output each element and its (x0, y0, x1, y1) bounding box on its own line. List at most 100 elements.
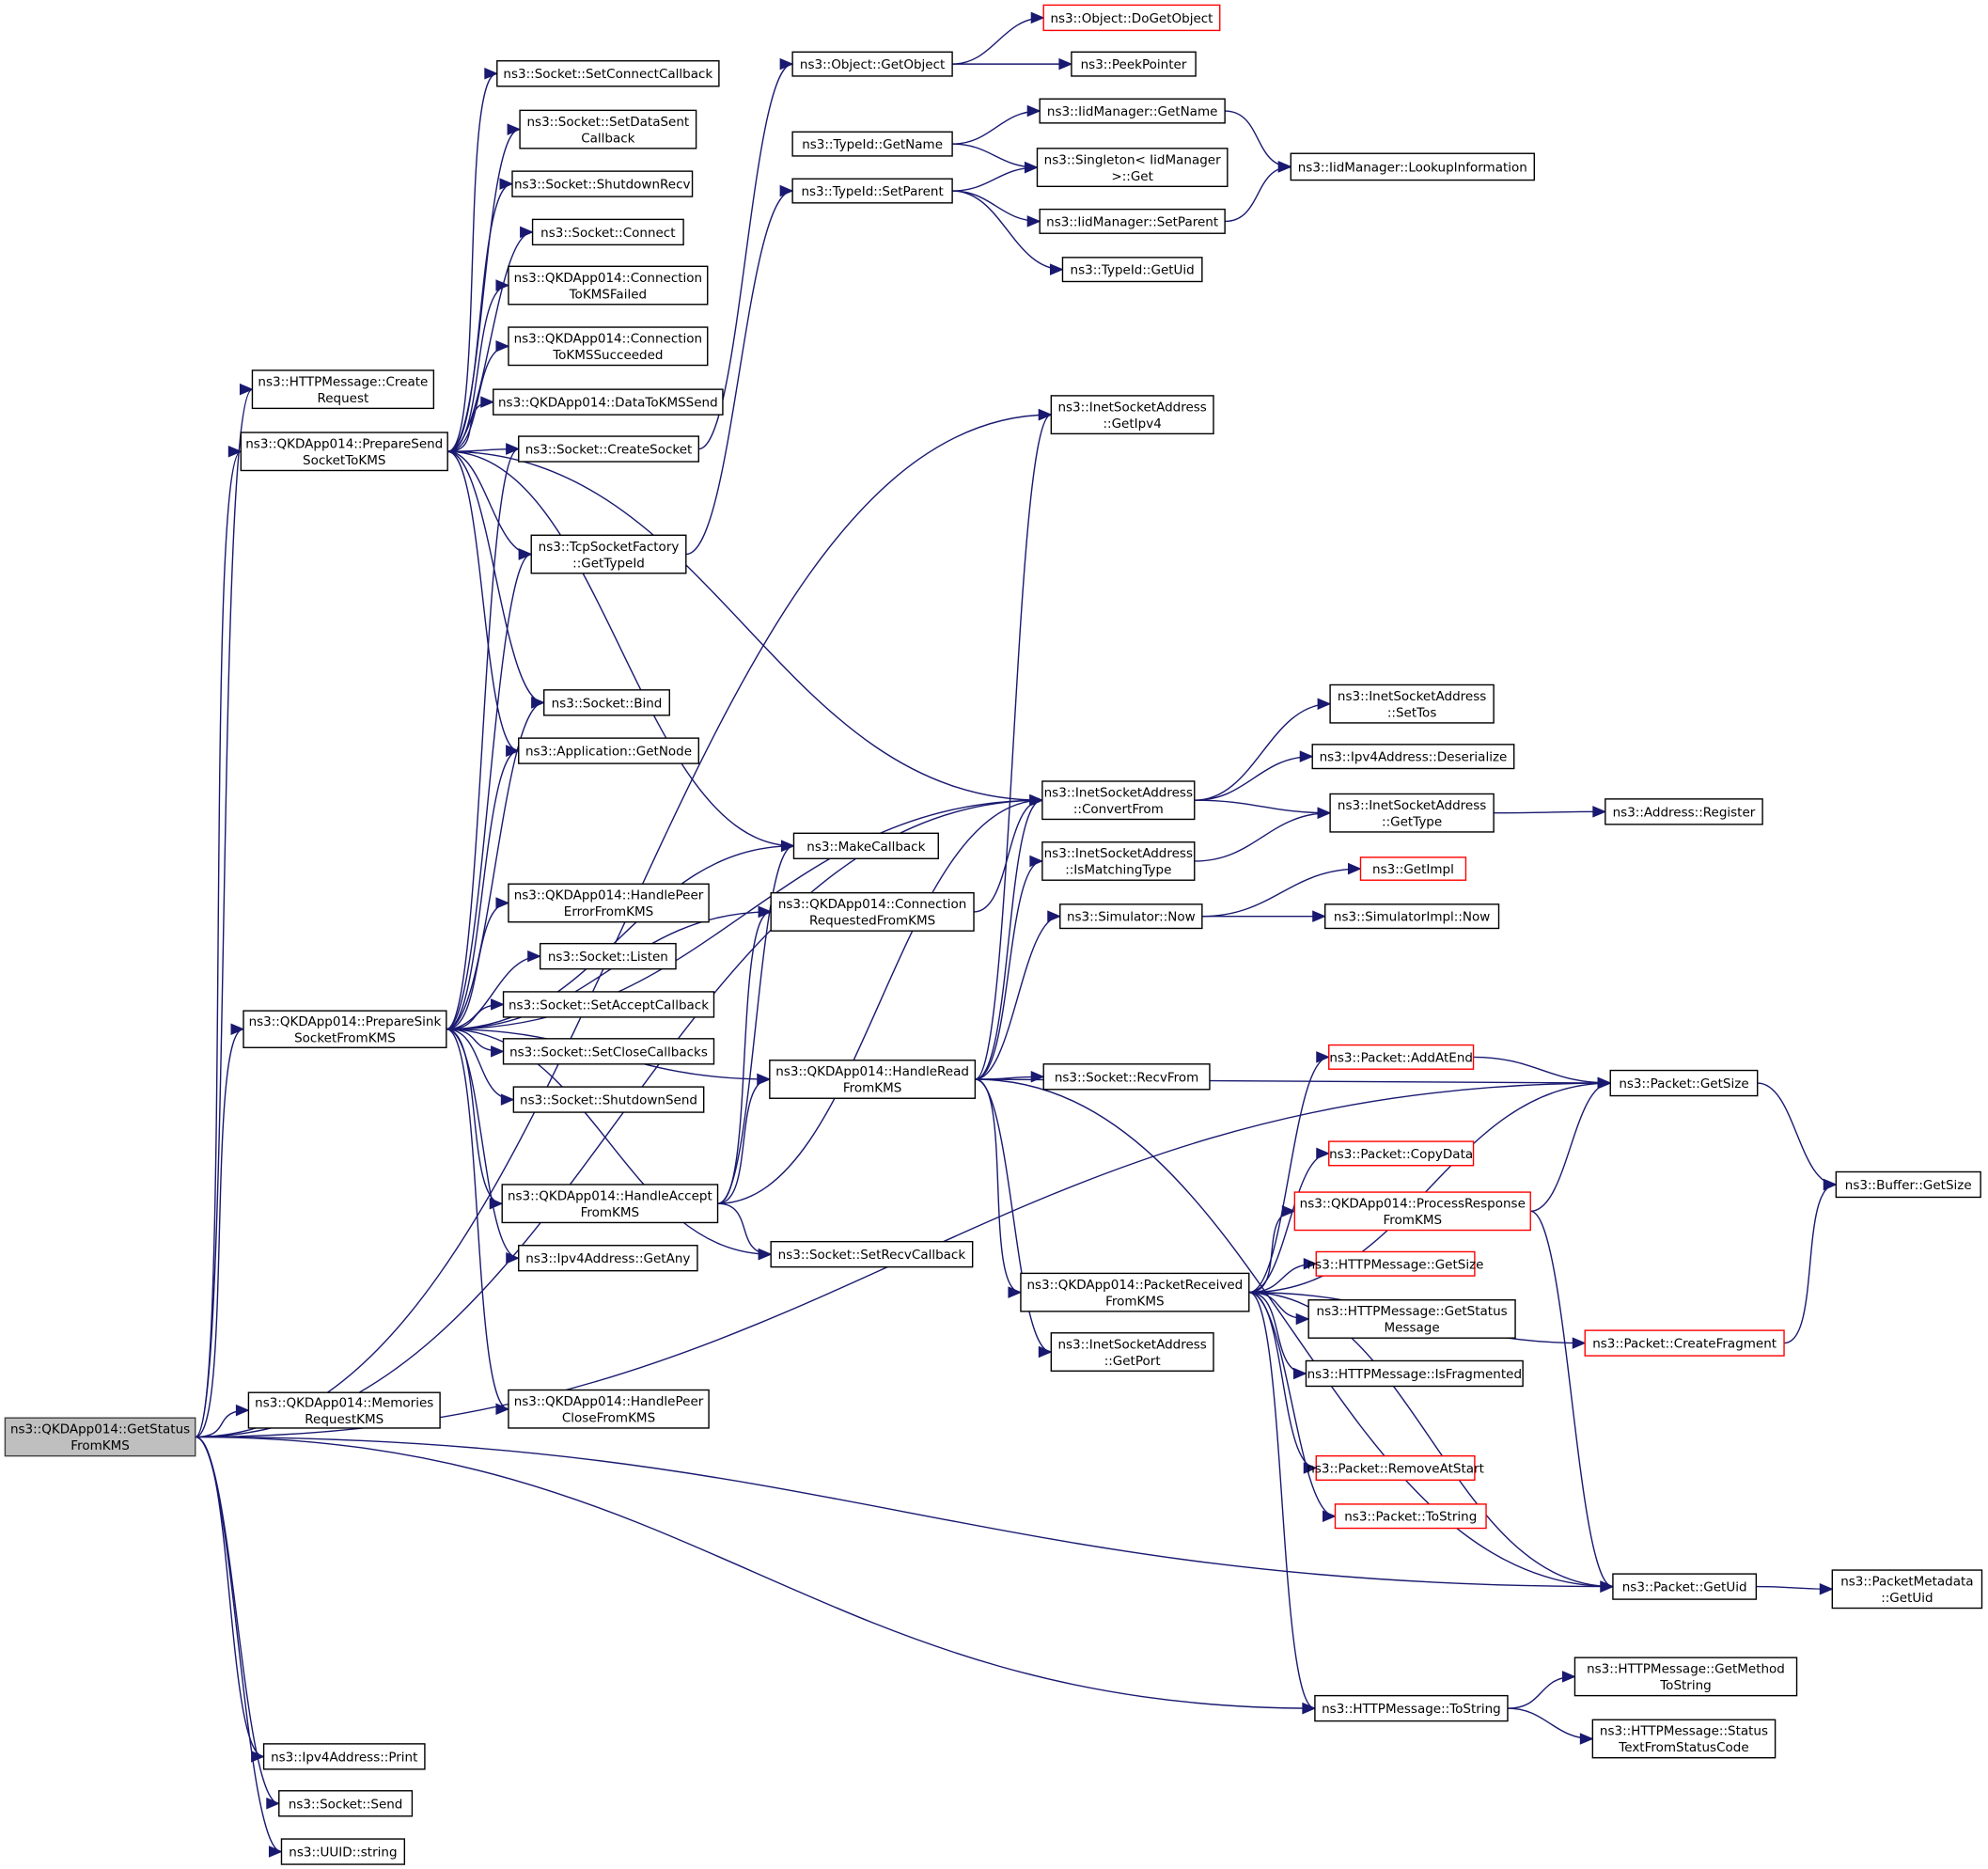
node-httpToString[interactable]: ns3::HTTPMessage::ToString (1314, 1694, 1509, 1722)
node-bind[interactable]: ns3::Socket::Bind (543, 689, 670, 716)
node-box[interactable] (1061, 257, 1203, 283)
node-box[interactable] (518, 435, 699, 463)
node-box[interactable] (519, 109, 697, 149)
node-setAcceptCb[interactable]: ns3::Socket::SetAcceptCallback (502, 991, 715, 1018)
node-sockSend[interactable]: ns3::Socket::Send (278, 1790, 414, 1817)
node-box[interactable] (1059, 903, 1203, 930)
node-setConnCb[interactable]: ns3::Socket::SetConnectCallback (496, 60, 720, 87)
node-httpGetSize[interactable]: ns3::HTTPMessage::GetSize (1307, 1250, 1484, 1277)
node-box[interactable] (770, 891, 975, 932)
node-getType[interactable]: ns3::InetSocketAddress::GetType (1329, 793, 1495, 833)
node-getIpv4[interactable]: ns3::InetSocketAddress::GetIpv4 (1050, 395, 1214, 435)
node-box[interactable] (1328, 1044, 1475, 1070)
node-connect[interactable]: ns3::Socket::Connect (531, 218, 684, 246)
node-box[interactable] (508, 1389, 710, 1429)
node-listen[interactable]: ns3::Socket::Listen (539, 942, 677, 970)
node-peekPointer[interactable]: ns3::PeekPointer (1071, 51, 1197, 77)
node-isFragmented[interactable]: ns3::HTTPMessage::IsFragmented (1305, 1359, 1524, 1388)
node-box[interactable] (1050, 395, 1214, 435)
node-box[interactable] (1835, 1170, 1981, 1199)
node-box[interactable] (1293, 1191, 1531, 1232)
node-doGetObject[interactable]: ns3::Object::DoGetObject (1042, 4, 1221, 32)
node-copyData[interactable]: ns3::Packet::CopyData (1328, 1140, 1475, 1167)
node-box[interactable] (243, 1010, 447, 1048)
node-box[interactable] (518, 1245, 698, 1272)
node-box[interactable] (769, 1060, 977, 1099)
node-box[interactable] (1334, 1503, 1487, 1530)
node-convertFrom[interactable]: ns3::InetSocketAddress::ConvertFrom (1041, 780, 1196, 821)
node-box[interactable] (1307, 1299, 1516, 1339)
node-metaGetUid[interactable]: ns3::PacketMetadata::GetUid (1831, 1569, 1983, 1610)
node-singletonGet[interactable]: ns3::Singleton< IidManager>::Get (1036, 148, 1229, 188)
node-box[interactable] (1042, 1063, 1211, 1091)
node-box[interactable] (1290, 152, 1535, 181)
node-typeGetName[interactable]: ns3::TypeId::GetName (791, 131, 953, 157)
node-box[interactable] (240, 432, 448, 472)
node-iidGetName[interactable]: ns3::IidManager::GetName (1039, 98, 1226, 124)
node-box[interactable] (1071, 51, 1197, 77)
node-iidSetParent[interactable]: ns3::IidManager::SetParent (1039, 208, 1226, 234)
node-box[interactable] (539, 942, 677, 970)
node-ipv4Print[interactable]: ns3::Ipv4Address::Print (262, 1743, 426, 1770)
node-box[interactable] (518, 737, 699, 764)
node-box[interactable] (1329, 793, 1495, 833)
node-recvFrom[interactable]: ns3::Socket::RecvFrom (1042, 1063, 1211, 1091)
node-box[interactable] (280, 1838, 406, 1865)
node-simImplNow[interactable]: ns3::SimulatorImpl::Now (1324, 903, 1500, 930)
node-box[interactable] (1609, 1069, 1759, 1097)
node-box[interactable] (1039, 98, 1226, 124)
node-box[interactable] (1039, 208, 1226, 234)
node-box[interactable] (508, 883, 710, 923)
node-box[interactable] (791, 178, 953, 204)
node-connReq[interactable]: ns3::QKDApp014::ConnectionRequestedFromK… (770, 891, 975, 932)
node-getImpl[interactable]: ns3::GetImpl (1359, 856, 1467, 881)
node-box[interactable] (1311, 744, 1515, 770)
node-box[interactable] (278, 1790, 414, 1817)
node-box[interactable] (1041, 841, 1196, 881)
node-isMatching[interactable]: ns3::InetSocketAddress::IsMatchingType (1041, 841, 1196, 881)
node-box[interactable] (1020, 1272, 1250, 1312)
node-box[interactable] (496, 60, 720, 87)
node-box[interactable] (4, 1417, 196, 1457)
node-box[interactable] (530, 534, 687, 574)
node-box[interactable] (543, 689, 670, 716)
node-box[interactable] (1036, 148, 1229, 188)
node-box[interactable] (262, 1743, 426, 1770)
node-box[interactable] (770, 1240, 974, 1268)
node-pktToString[interactable]: ns3::Packet::ToString (1334, 1503, 1487, 1530)
node-box[interactable] (508, 326, 709, 367)
node-box[interactable] (1591, 1719, 1777, 1759)
node-box[interactable] (1050, 1332, 1214, 1372)
node-box[interactable] (502, 991, 715, 1018)
node-shutSend[interactable]: ns3::Socket::ShutdownSend (512, 1086, 705, 1113)
node-box[interactable] (508, 265, 709, 306)
node-box[interactable] (1612, 1573, 1758, 1600)
node-box[interactable] (531, 218, 684, 246)
node-box[interactable] (251, 369, 435, 410)
node-dataSend[interactable]: ns3::QKDApp014::DataToKMSSend (493, 388, 724, 416)
node-box[interactable] (247, 1391, 441, 1429)
node-box[interactable] (1329, 683, 1495, 724)
node-getObject[interactable]: ns3::Object::GetObject (791, 51, 953, 77)
node-setTos[interactable]: ns3::InetSocketAddress::SetTos (1329, 683, 1495, 724)
node-createSocket[interactable]: ns3::Socket::CreateSocket (518, 435, 699, 463)
node-removeAtStart[interactable]: ns3::Packet::RemoveAtStart (1307, 1454, 1484, 1481)
node-box[interactable] (1324, 903, 1500, 930)
node-box[interactable] (1041, 780, 1196, 821)
node-box[interactable] (1314, 1694, 1509, 1722)
node-box[interactable] (1604, 798, 1763, 825)
node-box[interactable] (1305, 1359, 1524, 1388)
node-uuidString[interactable]: ns3::UUID::string (280, 1838, 406, 1865)
node-deserialize[interactable]: ns3::Ipv4Address::Deserialize (1311, 744, 1515, 770)
node-typeGetUid[interactable]: ns3::TypeId::GetUid (1061, 257, 1203, 283)
